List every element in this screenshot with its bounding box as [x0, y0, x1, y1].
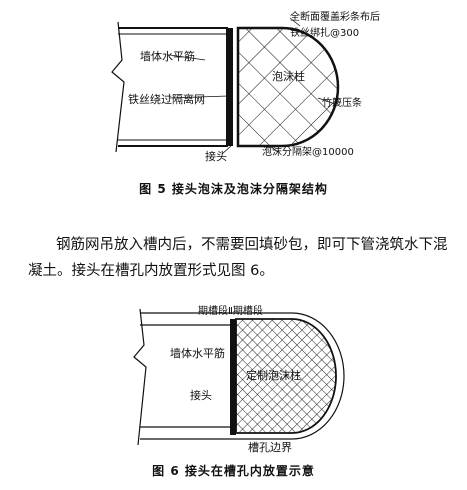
leader-lines [169, 17, 336, 155]
label-foam-column: 泡沫柱 [272, 69, 305, 83]
foam-column-shape [236, 26, 340, 148]
figure-6: 期槽段Ⅱ期槽段 墙体水平筋 接头 定制泡沫柱 槽孔边界 [0, 304, 467, 455]
slot-boundary-shape [140, 312, 345, 440]
figure-6-diagram: 期槽段Ⅱ期槽段 墙体水平筋 接头 定制泡沫柱 槽孔边界 [133, 304, 345, 454]
label-foam-separator: 泡沫分隔架@10000 [262, 145, 354, 158]
label-wall-rebar-6: 墙体水平筋 [170, 346, 225, 360]
figure-5: 墙体水平筋 全断面覆盖彩条布后 铁丝绑扎@300 铁丝绕过隔离网 泡沫柱 竹篾压… [0, 0, 467, 185]
label-joint: 接头 [205, 150, 227, 163]
foam-column-shape-6 [235, 318, 337, 434]
wall-panel-6 [133, 308, 232, 446]
wall-panel [111, 21, 228, 153]
joint-plates [226, 28, 239, 146]
label-wire-around: 铁丝绕过隔离网 [128, 92, 205, 106]
label-foam-column-6: 定制泡沫柱 [246, 368, 301, 382]
label-mesh-top: 全断面覆盖彩条布后 [290, 10, 380, 23]
label-slot-boundary: 槽孔边界 [248, 441, 292, 454]
figure-6-caption: 图 6 接头在槽孔内放置示意 [152, 464, 315, 478]
joint-plate-6 [230, 319, 236, 435]
label-bamboo-strip: 竹篾压条 [322, 96, 362, 109]
label-joint-6: 接头 [190, 389, 212, 402]
label-wall-rebar: 墙体水平筋 [140, 49, 195, 63]
body-paragraph: 钢筋网吊放入槽内后，不需要回填砂包，即可下管浇筑水下混凝土。接头在槽孔内放置形式… [28, 237, 448, 279]
figure-5-caption: 图 5 接头泡沫及泡沫分隔架结构 [139, 182, 328, 196]
label-wire-bind: 铁丝绑扎@300 [290, 26, 359, 39]
figure-5-diagram: 墙体水平筋 全断面覆盖彩条布后 铁丝绑扎@300 铁丝绕过隔离网 泡沫柱 竹篾压… [111, 10, 380, 163]
label-top-sections: 期槽段Ⅱ期槽段 [198, 305, 263, 317]
